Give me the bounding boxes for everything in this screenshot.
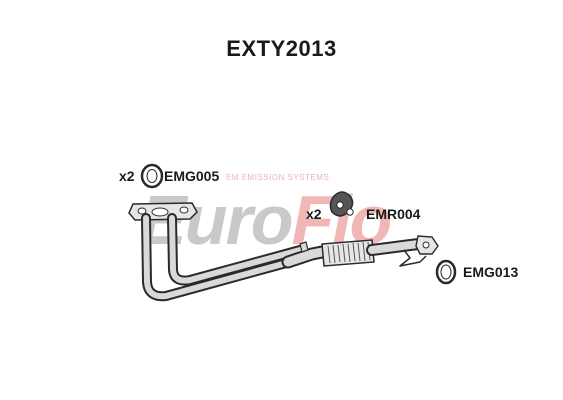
emr004-qty-label: x2: [306, 206, 322, 222]
gasket-emg005-icon: [140, 163, 164, 189]
emg005-qty-label: x2: [119, 168, 135, 184]
rubber-mount-emr004-icon: [329, 191, 354, 217]
emr004-code-label: EMR004: [366, 206, 421, 222]
page-title: EXTY2013: [226, 36, 337, 61]
emg013-code-label: EMG013: [463, 264, 519, 280]
flex-joint-section: [321, 239, 375, 267]
euroflo-watermark-logo: EuroFlo EM EMISSION SYSTEMS: [140, 173, 393, 259]
pipe-flange-rear: [415, 235, 439, 255]
emg005-code-label: EMG005: [164, 168, 220, 184]
watermark-tagline: EM EMISSION SYSTEMS: [226, 173, 329, 182]
pipe-flange-top: [128, 202, 198, 221]
gasket-emg013-icon: [435, 259, 457, 285]
exhaust-front-pipe: [128, 202, 439, 302]
